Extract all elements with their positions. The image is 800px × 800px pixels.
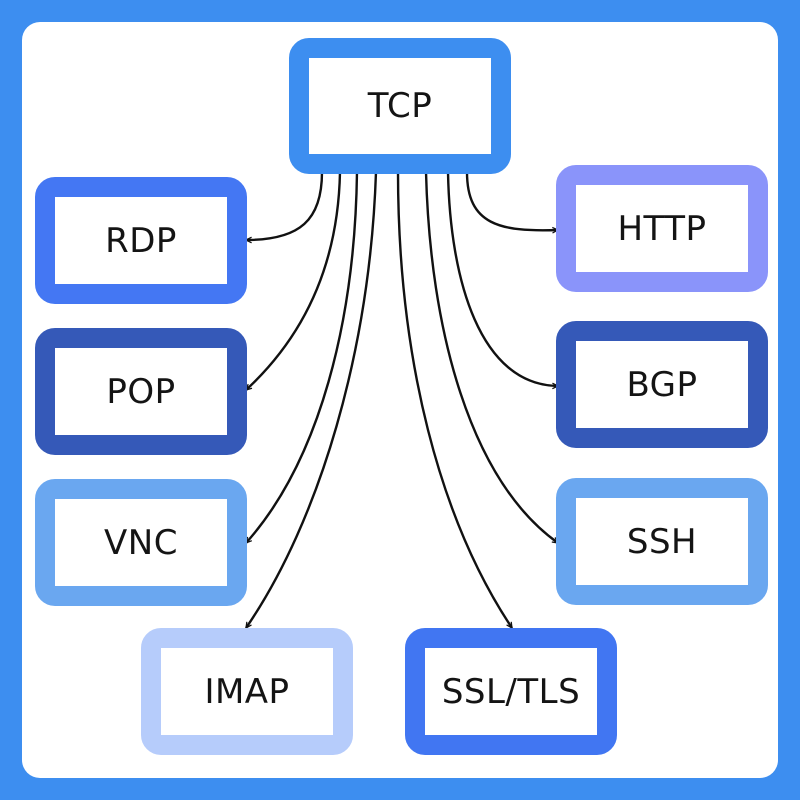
edge-tcp-rdp [246, 171, 324, 240]
node-http: HTTP [556, 165, 768, 292]
node-tcp: TCP [289, 38, 511, 174]
edge-tcp-http [465, 171, 558, 230]
node-imap: IMAP [141, 628, 353, 755]
node-label: IMAP [204, 671, 290, 712]
node-ssl-tls: SSL/TLS [405, 628, 617, 755]
edge-tcp-ssh [424, 171, 558, 544]
node-bgp: BGP [556, 321, 768, 448]
edge-tcp-ssl [396, 171, 513, 628]
edge-tcp-imap [245, 171, 378, 628]
edge-tcp-pop [246, 171, 342, 390]
edge-tcp-vnc [246, 171, 359, 543]
edge-tcp-bgp [446, 171, 558, 386]
node-label: SSL/TLS [441, 671, 581, 712]
node-label: RDP [105, 220, 177, 261]
node-vnc: VNC [35, 479, 247, 606]
node-pop: POP [35, 328, 247, 455]
node-rdp: RDP [35, 177, 247, 304]
node-label: SSH [626, 521, 698, 562]
node-label: VNC [104, 522, 178, 563]
node-label: HTTP [617, 208, 707, 249]
node-ssh: SSH [556, 478, 768, 605]
node-label: POP [106, 371, 176, 412]
node-label: BGP [626, 364, 698, 405]
node-label: TCP [367, 86, 433, 126]
